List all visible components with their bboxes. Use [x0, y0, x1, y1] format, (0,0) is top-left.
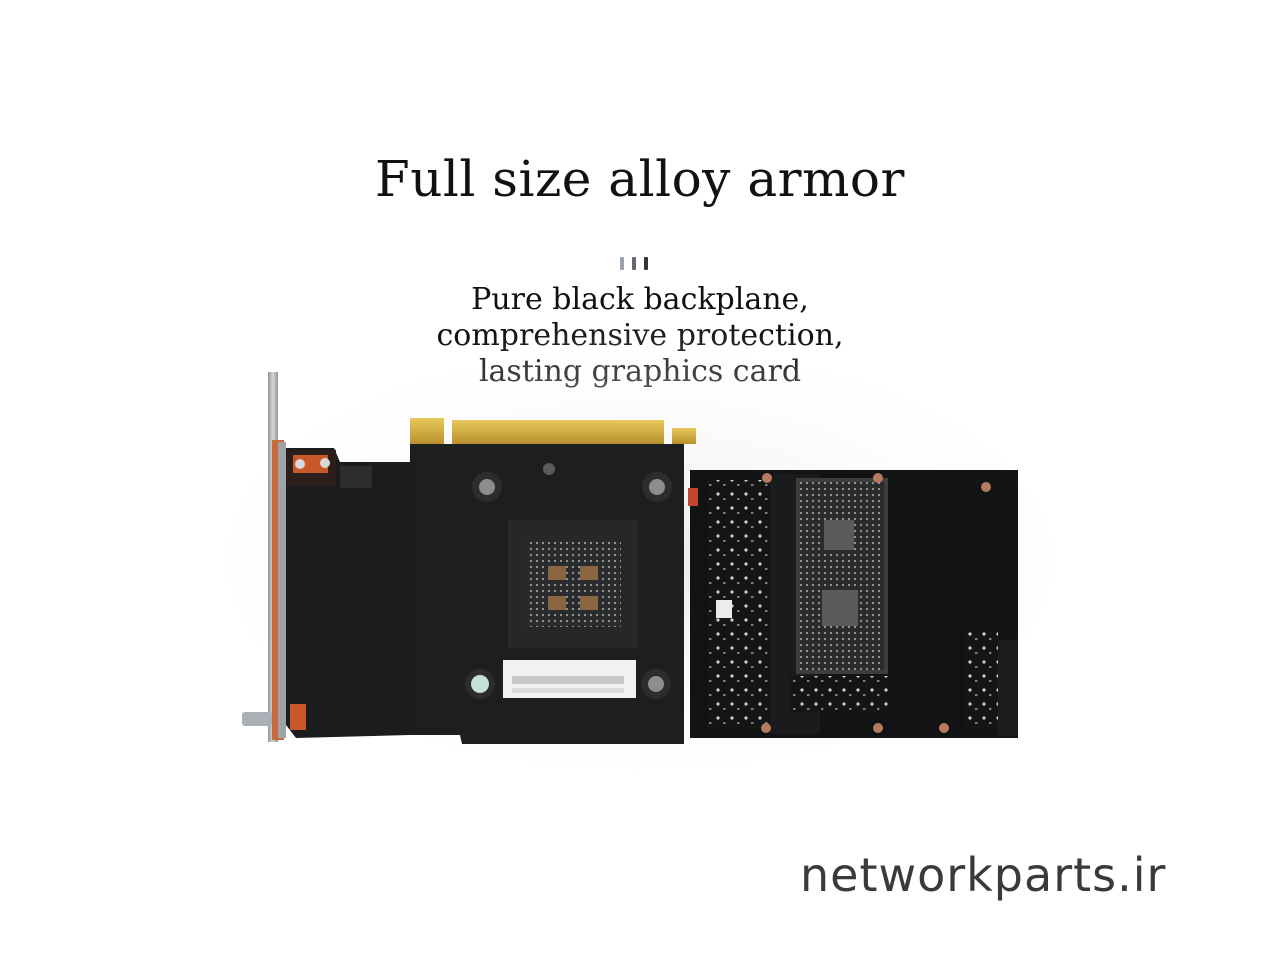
divider-mark	[620, 257, 624, 270]
divider-marks	[620, 257, 660, 271]
pcb-right	[688, 470, 1018, 738]
backplate-center	[410, 444, 684, 744]
headline: Full size alloy armor	[375, 150, 905, 208]
pcie-bracket	[242, 372, 286, 742]
backplate-left	[286, 448, 410, 738]
gold-fingers	[410, 418, 696, 444]
watermark-text: networkparts.ir	[800, 848, 1167, 902]
divider-mark	[644, 257, 648, 270]
divider-mark	[632, 257, 636, 270]
subtitle-line-1: Pure black backplane,	[471, 282, 809, 317]
